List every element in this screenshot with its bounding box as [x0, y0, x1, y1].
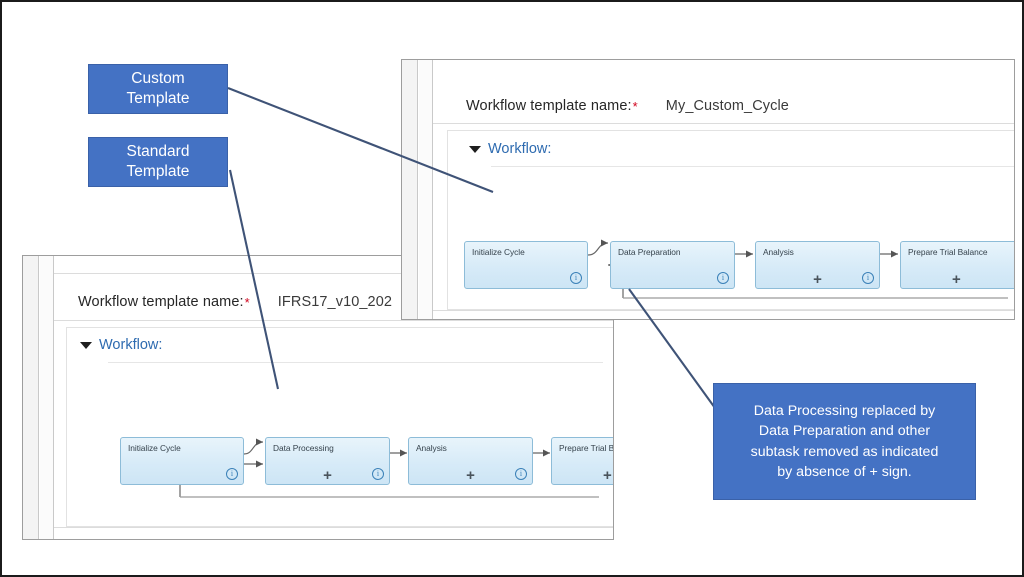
custom-node-prepare-trial-balance[interactable]: Prepare Trial Balance + [900, 241, 1014, 289]
info-icon[interactable]: i [717, 272, 729, 284]
caret-down-icon[interactable] [80, 341, 92, 349]
standard-template-name-row: Workflow template name:* IFRS17_v10_202 [78, 294, 392, 310]
info-icon[interactable]: i [226, 468, 238, 480]
plus-icon[interactable]: + [466, 467, 475, 484]
callout-custom-template-line2: Template [126, 90, 190, 107]
standard-workflow-section-header[interactable]: Workflow: [80, 337, 162, 353]
callout-standard-template-line1: Standard [126, 143, 190, 161]
plus-icon[interactable]: + [323, 467, 332, 484]
standard-bottom-rule [54, 527, 613, 528]
custom-node-label: Initialize Cycle [472, 247, 525, 257]
custom-node-analysis[interactable]: Analysis + i [755, 241, 880, 289]
standard-section-underline [108, 362, 603, 363]
standard-panel-body: Workflow template name:* IFRS17_v10_202 W… [54, 256, 613, 539]
standard-node-label: Prepare Trial Balance [559, 443, 614, 453]
info-icon[interactable]: i [515, 468, 527, 480]
standard-node-analysis[interactable]: Analysis + i [408, 437, 533, 485]
callout-note-line1: Data Processing replaced by [753, 403, 936, 420]
standard-template-name-value[interactable]: IFRS17_v10_202 [277, 294, 393, 310]
callout-note-line2: Data Preparation and other [758, 423, 931, 440]
custom-mid-rule [433, 123, 1014, 124]
plus-icon[interactable]: + [602, 467, 612, 484]
custom-node-label: Analysis [763, 247, 794, 257]
custom-template-name-label: Workflow template name: [466, 98, 632, 114]
info-icon[interactable]: i [372, 468, 384, 480]
callout-standard-template-line2: Template [126, 163, 190, 180]
plus-icon[interactable]: + [951, 271, 961, 288]
custom-template-panel: Workflow template name:*My_Custom_Cycle … [401, 59, 1015, 320]
info-icon[interactable]: i [570, 272, 582, 284]
custom-required-asterisk: * [632, 99, 638, 114]
custom-template-name-row: Workflow template name:* My_Custom_Cycle [466, 98, 789, 114]
standard-template-name-label: Workflow template name: [78, 294, 244, 310]
custom-section-underline [491, 166, 1014, 167]
standard-workflow-section [66, 327, 613, 527]
standard-required-asterisk: * [244, 295, 250, 310]
callout-note-line3: subtask removed as indicated [750, 443, 939, 460]
custom-node-label: Data Preparation [618, 247, 681, 257]
custom-node-label: Prepare Trial Balance [908, 247, 988, 257]
callout-standard-template: Standard Template [88, 137, 228, 187]
custom-node-data-preparation[interactable]: Data Preparation i [610, 241, 735, 289]
callout-note-line4: by absence of + sign. [777, 463, 912, 480]
callout-custom-template-line1: Custom [131, 70, 185, 88]
custom-workflow-section-header[interactable]: Workflow: [469, 141, 551, 157]
custom-panel-body: Workflow template name:*My_Custom_Cycle … [433, 60, 1014, 319]
custom-node-initialize-cycle[interactable]: Initialize Cycle i [464, 241, 588, 289]
custom-workflow-section-title: Workflow: [488, 141, 552, 157]
callout-change-note: Data Processing replaced by Data Prepara… [713, 383, 976, 500]
standard-workflow-section-title: Workflow: [99, 337, 163, 353]
custom-template-name-value[interactable]: My_Custom_Cycle [665, 98, 789, 114]
standard-top-rule [54, 273, 613, 274]
standard-node-data-processing[interactable]: Data Processing + i [265, 437, 390, 485]
standard-mid-rule [54, 320, 613, 321]
panel-rail-outer [402, 60, 418, 319]
standard-node-label: Data Processing [273, 443, 334, 453]
standard-node-label: Initialize Cycle [128, 443, 181, 453]
info-icon[interactable]: i [862, 272, 874, 284]
standard-node-prepare-trial-balance[interactable]: Prepare Trial Balance + [551, 437, 614, 485]
panel-rail-inner [419, 60, 433, 319]
panel-rail-outer [23, 256, 39, 539]
caret-down-icon[interactable] [469, 145, 481, 153]
standard-node-label: Analysis [416, 443, 447, 453]
callout-custom-template: Custom Template [88, 64, 228, 114]
plus-icon[interactable]: + [813, 271, 822, 288]
standard-node-initialize-cycle[interactable]: Initialize Cycle i [120, 437, 244, 485]
custom-bottom-rule [433, 310, 1014, 311]
panel-rail-inner [40, 256, 54, 539]
